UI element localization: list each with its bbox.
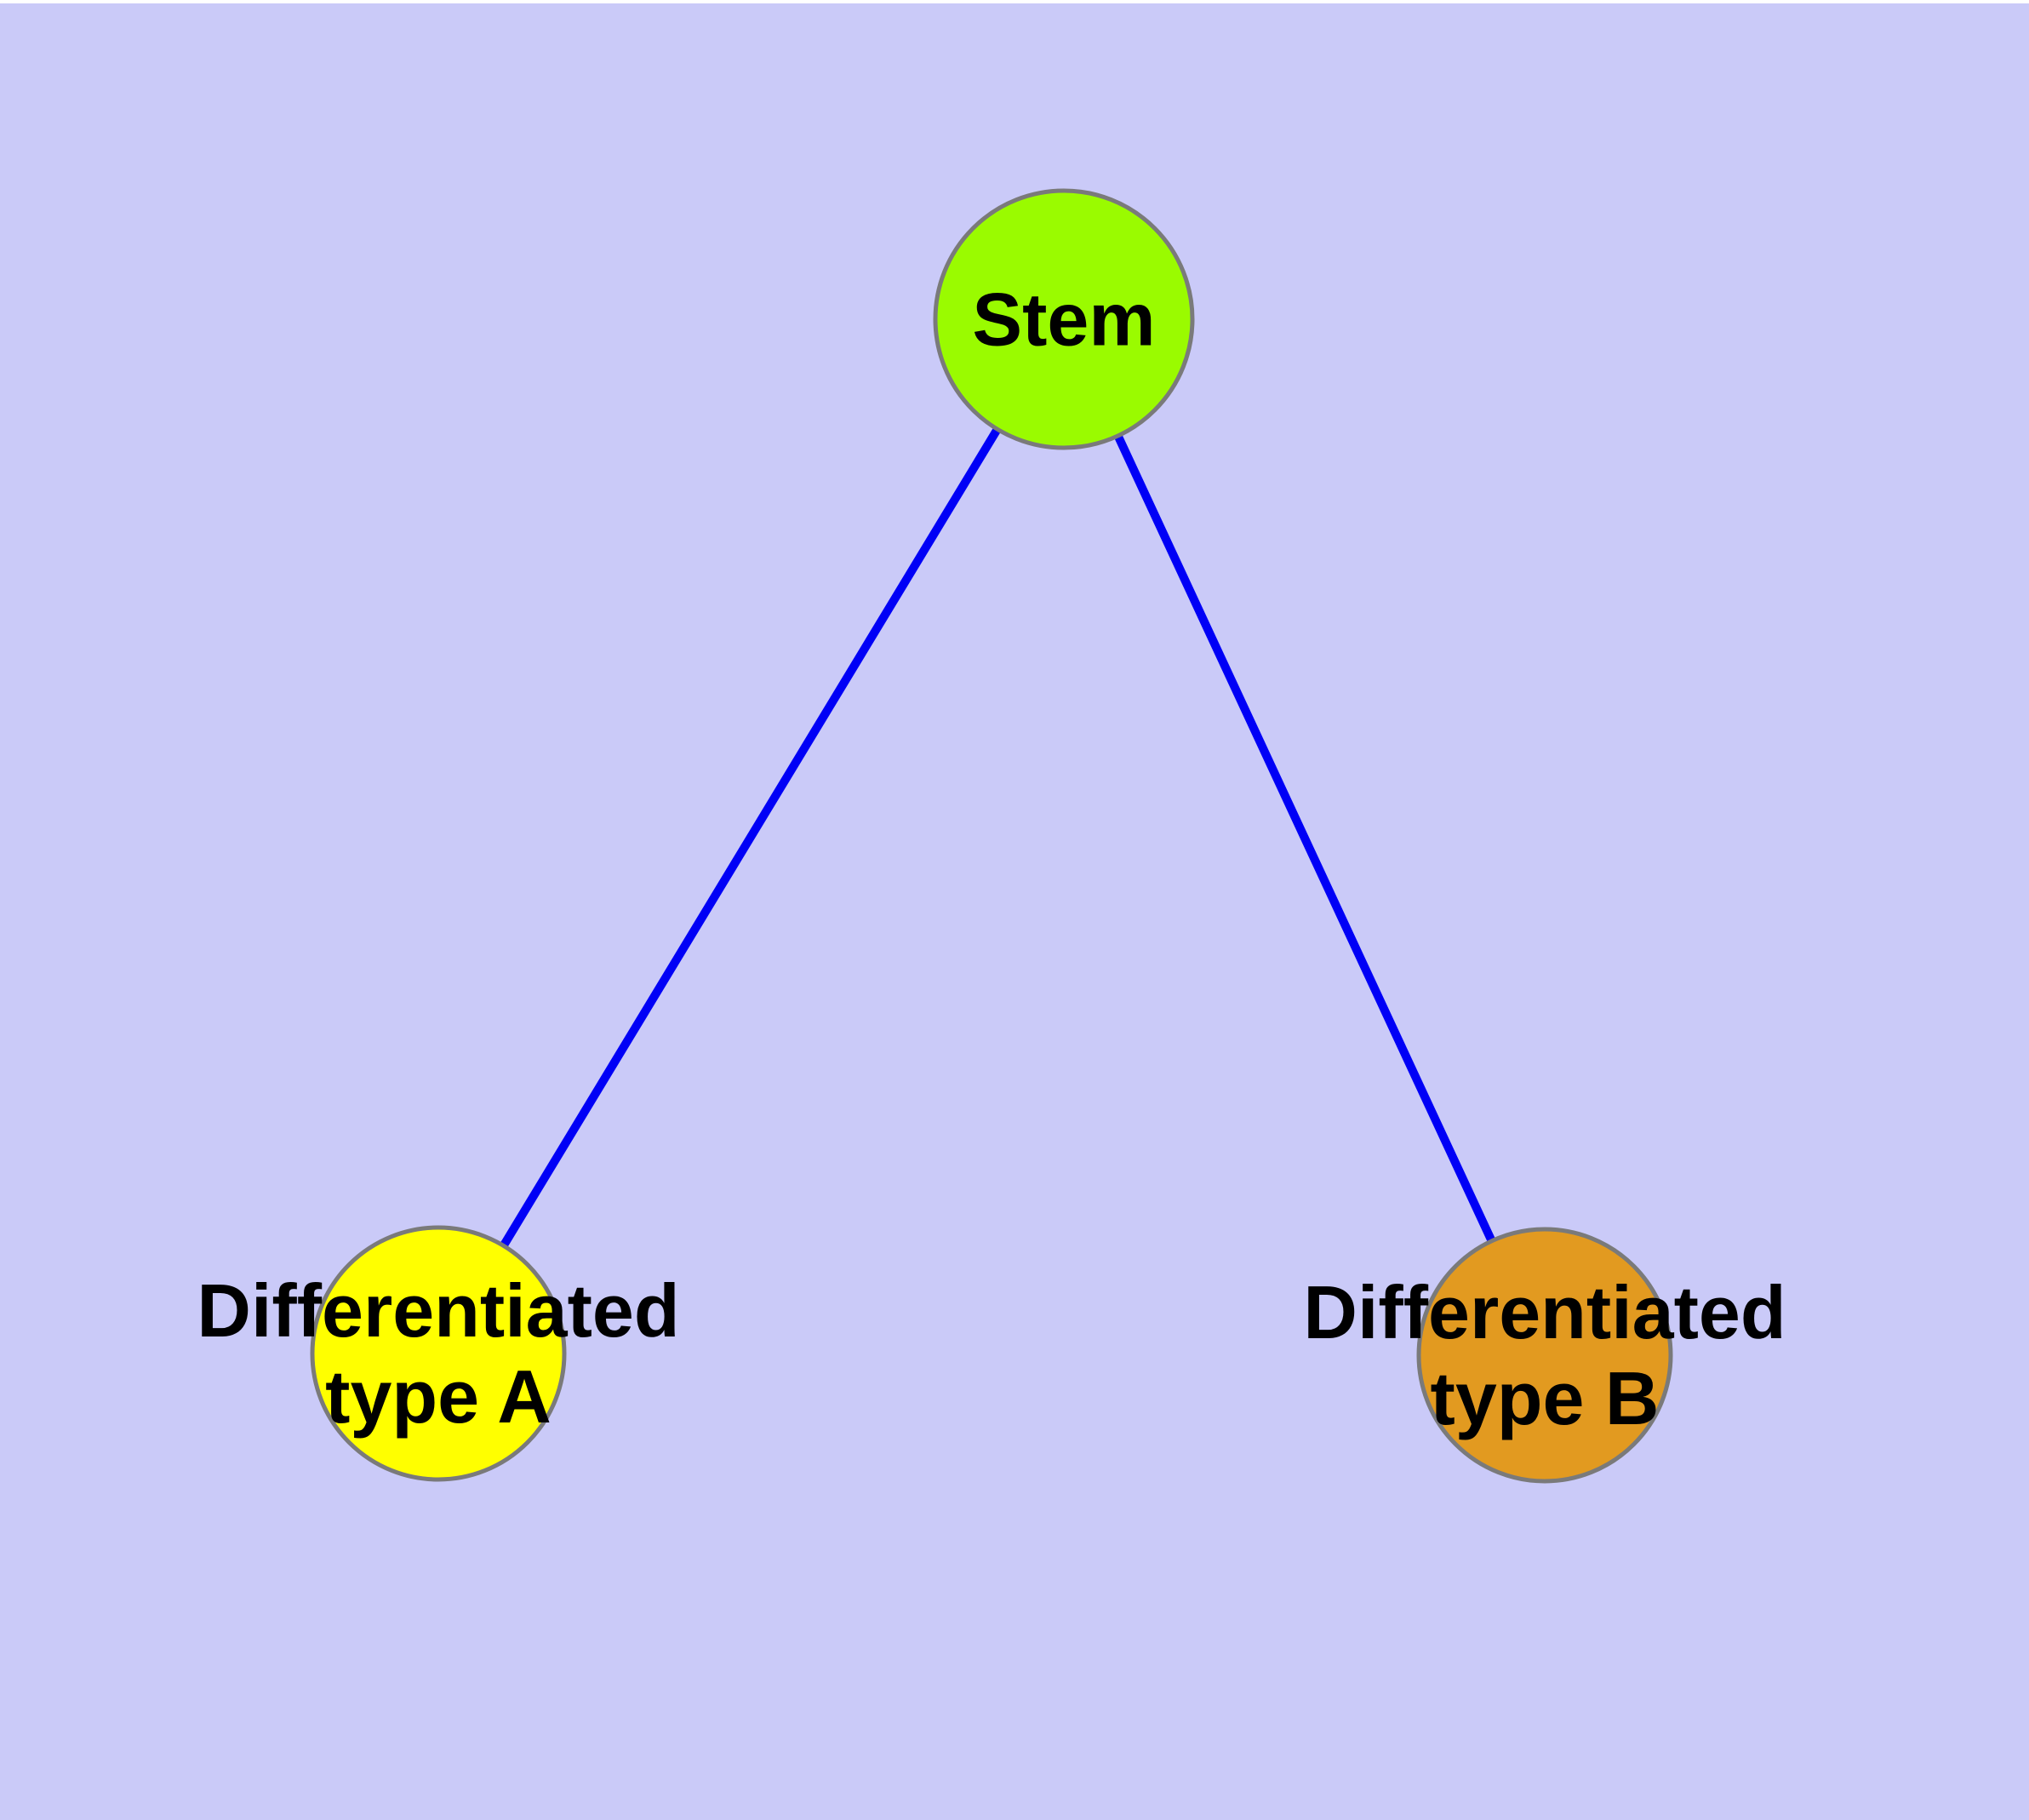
edge-stem-to-type-a <box>434 315 1068 1358</box>
diagram-canvas: Stem Differentiated type A Differentiate… <box>0 3 2029 1820</box>
edge-stem-to-type-b <box>1060 315 1549 1359</box>
node-differentiated-type-b <box>1416 1227 1673 1484</box>
node-differentiated-type-a <box>310 1225 567 1482</box>
graph <box>310 188 1673 1484</box>
node-stem <box>933 188 1195 450</box>
